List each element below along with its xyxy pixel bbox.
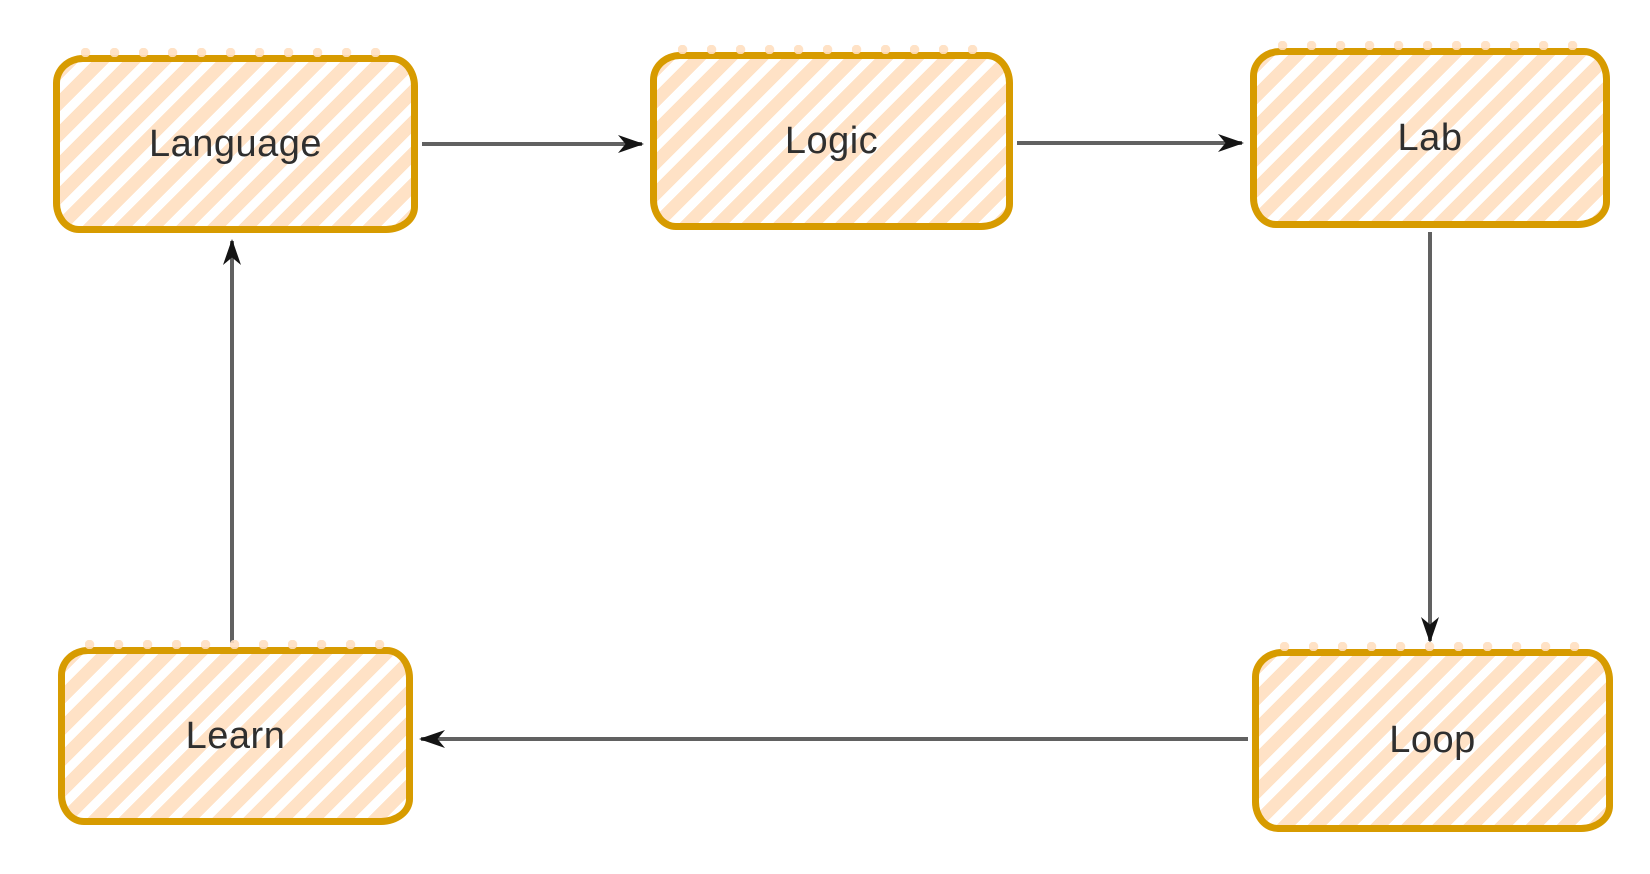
node-learn: Learn <box>58 640 413 825</box>
node-language: Language <box>53 48 418 233</box>
node-logic-label: Logic <box>784 119 879 162</box>
node-loop: Loop <box>1252 642 1613 832</box>
node-loop-label: Loop <box>1389 719 1476 761</box>
node-logic: Logic <box>650 45 1013 230</box>
node-learn-label: Learn <box>185 714 286 757</box>
node-lab: Lab <box>1250 41 1610 228</box>
node-language-label: Language <box>148 122 323 165</box>
node-lab-label: Lab <box>1397 116 1463 159</box>
